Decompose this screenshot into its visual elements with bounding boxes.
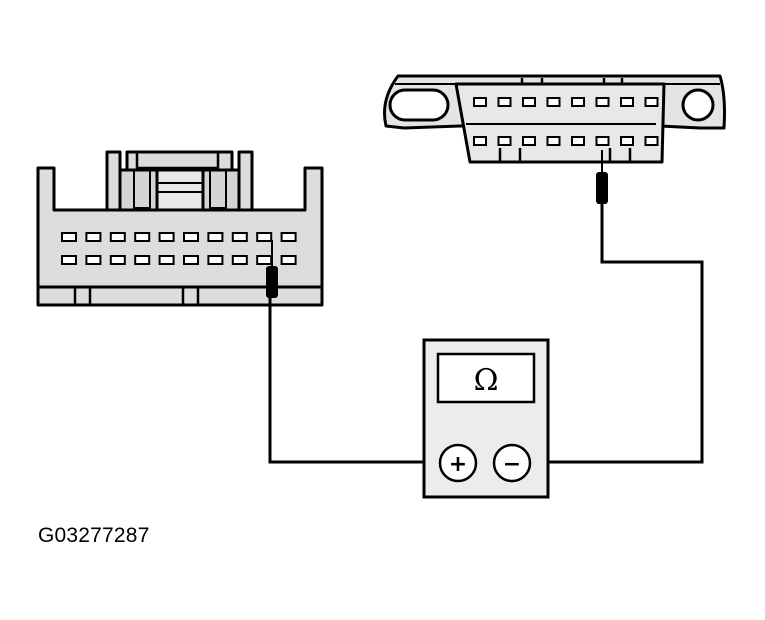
- module-connector-pins: [61, 232, 297, 265]
- pin-cavity: [85, 232, 102, 242]
- pin-cavity: [61, 255, 77, 265]
- pin-cavity: [256, 232, 273, 242]
- pin-cavity: [134, 255, 151, 265]
- pin-cavity: [620, 97, 634, 107]
- pin-cavity: [473, 97, 487, 107]
- left-test-probe: [266, 240, 278, 298]
- positive-terminal: [438, 443, 478, 483]
- ohm-symbol: Ω: [474, 363, 499, 398]
- pin-cavity: [109, 232, 126, 242]
- pin-cavity: [497, 97, 512, 107]
- figure-id-label: G03277287: [38, 524, 150, 547]
- pin-cavity: [134, 232, 151, 242]
- pin-cavity: [595, 136, 610, 146]
- pin-cavity: [644, 97, 659, 107]
- pin-cavity: [497, 136, 512, 146]
- right-test-probe: [596, 150, 608, 204]
- pin-cavity: [280, 232, 297, 242]
- negative-symbol: −: [503, 452, 521, 477]
- pin-cavity: [256, 255, 273, 265]
- positive-symbol: +: [449, 452, 467, 477]
- pin-cavity: [85, 255, 102, 265]
- pin-cavity: [61, 232, 77, 242]
- dlc-connector: [383, 74, 726, 164]
- pin-cavity: [546, 136, 561, 146]
- pin-cavity: [620, 136, 634, 146]
- ohmmeter: Ω + −: [422, 338, 550, 499]
- pin-cavity: [158, 232, 175, 242]
- pin-cavity: [231, 255, 248, 265]
- pin-cavity: [207, 232, 224, 242]
- pin-cavity: [571, 97, 585, 107]
- positive-test-lead: [268, 298, 438, 464]
- negative-terminal: [492, 443, 532, 483]
- pin-cavity: [183, 232, 199, 242]
- pin-cavity: [183, 255, 199, 265]
- pin-cavity: [231, 232, 248, 242]
- pin-cavity: [158, 255, 175, 265]
- pin-cavity: [207, 255, 224, 265]
- dlc-connector-pins: [473, 97, 659, 146]
- negative-test-lead: [531, 204, 704, 464]
- pin-cavity: [109, 255, 126, 265]
- pin-cavity: [571, 136, 585, 146]
- pin-cavity: [280, 255, 297, 265]
- ohmmeter-display: [436, 352, 536, 404]
- pin-cavity: [644, 136, 659, 146]
- pin-cavity: [595, 97, 610, 107]
- pin-cavity: [473, 136, 487, 146]
- pin-cavity: [522, 97, 536, 107]
- pin-cavity: [522, 136, 536, 146]
- pin-cavity: [546, 97, 561, 107]
- module-connector: [36, 150, 324, 307]
